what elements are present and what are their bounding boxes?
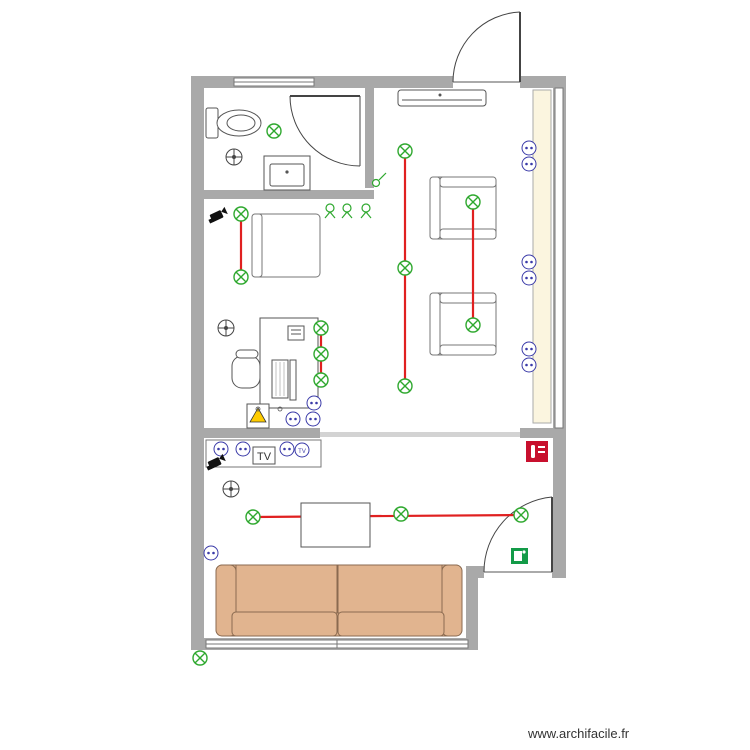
coffee-table-icon bbox=[300, 502, 371, 548]
security-camera-icon bbox=[208, 206, 228, 224]
light-switch-group bbox=[324, 203, 372, 219]
hazard-sign-icon bbox=[246, 403, 270, 429]
exit-door bbox=[483, 496, 553, 578]
sofa-icon bbox=[215, 564, 463, 637]
fire-extinguisher-icon bbox=[526, 441, 548, 462]
window-right bbox=[554, 87, 564, 429]
window-bottom bbox=[205, 639, 469, 649]
ceiling-fan-icon bbox=[222, 480, 240, 498]
antenna-outlet-icon: TV bbox=[294, 442, 310, 458]
keyboard-icon bbox=[271, 359, 289, 399]
window-top bbox=[233, 77, 315, 87]
armchair-icon bbox=[251, 213, 321, 278]
office-chair-icon bbox=[231, 349, 261, 389]
bathroom-door bbox=[289, 95, 361, 167]
wall-outlet-icon bbox=[203, 545, 219, 561]
armchair-icon bbox=[429, 176, 497, 240]
emergency-exit-icon bbox=[511, 548, 528, 564]
tv-label: TV bbox=[257, 451, 272, 463]
toilet-icon bbox=[205, 107, 262, 139]
svg-text:TV: TV bbox=[298, 449, 306, 455]
monitor-icon bbox=[289, 359, 297, 401]
ceiling-light-icon bbox=[266, 123, 282, 139]
network-outlet-icon bbox=[255, 406, 283, 412]
watermark[interactable]: www.archifacile.fr bbox=[528, 726, 630, 741]
entrance-door bbox=[452, 11, 521, 88]
tv-icon: TV bbox=[252, 446, 276, 465]
armchair-icon bbox=[429, 292, 497, 356]
ceiling-fan-icon bbox=[217, 319, 235, 337]
washbasin-icon bbox=[263, 155, 311, 191]
light-switch-icon bbox=[371, 172, 387, 188]
radiator-icon bbox=[532, 89, 552, 424]
air-conditioner-icon bbox=[397, 89, 487, 107]
printer-icon bbox=[287, 325, 305, 341]
ceiling-fan-icon bbox=[225, 148, 243, 166]
